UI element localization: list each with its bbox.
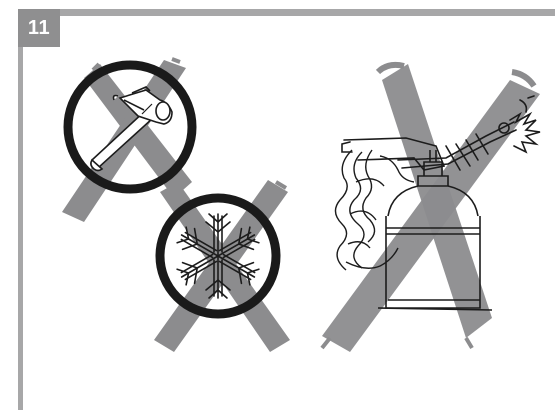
no-open-flame-warning bbox=[322, 64, 540, 352]
no-freezing-warning bbox=[154, 180, 290, 352]
